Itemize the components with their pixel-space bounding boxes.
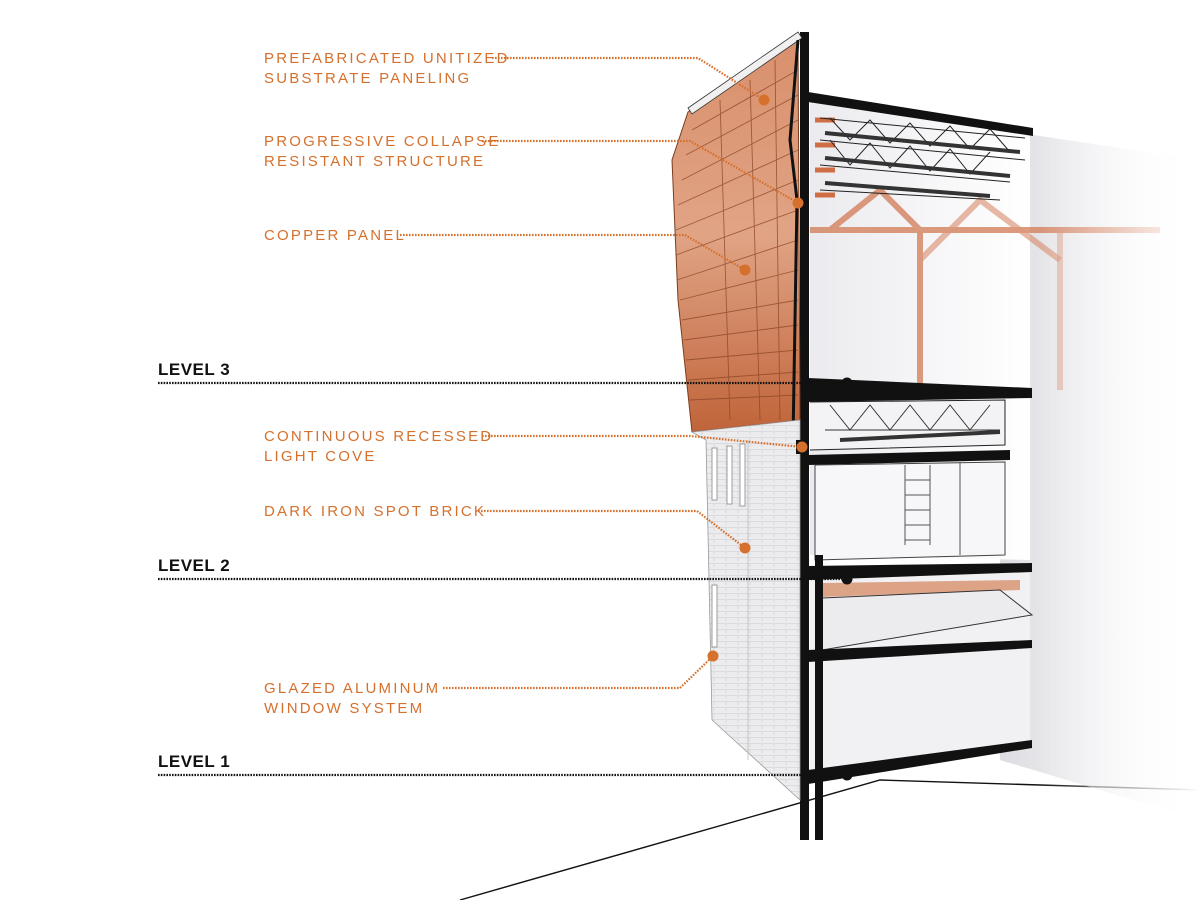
callout-light-cove: CONTINUOUS RECESSED LIGHT COVE — [264, 427, 493, 467]
callout-line: CONTINUOUS RECESSED — [264, 428, 494, 445]
callout-line: LIGHT COVE — [264, 448, 377, 465]
callout-line: PROGRESSIVE COLLAPSE — [264, 133, 501, 150]
callout-line: SUBSTRATE PANELING — [264, 70, 472, 87]
level-2-label: LEVEL 2 — [158, 556, 231, 575]
callout-line: GLAZED ALUMINUM — [264, 680, 441, 697]
callout-substrate-paneling: PREFABRICATED UNITIZED SUBSTRATE PANELIN… — [264, 49, 510, 89]
callout-line: PREFABRICATED UNITIZED — [264, 50, 510, 67]
callout-copper-panel: COPPER PANEL — [264, 226, 406, 246]
callout-progressive-collapse: PROGRESSIVE COLLAPSE RESISTANT STRUCTURE — [264, 132, 501, 172]
callout-line: COPPER PANEL — [264, 227, 406, 244]
callout-window-system: GLAZED ALUMINUM WINDOW SYSTEM — [264, 679, 440, 719]
level-3-label: LEVEL 3 — [158, 360, 231, 379]
callout-line: WINDOW SYSTEM — [264, 700, 425, 717]
callout-iron-spot-brick: DARK IRON SPOT BRICK — [264, 502, 486, 522]
level-1-label: LEVEL 1 — [158, 752, 231, 771]
callout-line: DARK IRON SPOT BRICK — [264, 503, 487, 520]
callout-line: RESISTANT STRUCTURE — [264, 153, 486, 170]
